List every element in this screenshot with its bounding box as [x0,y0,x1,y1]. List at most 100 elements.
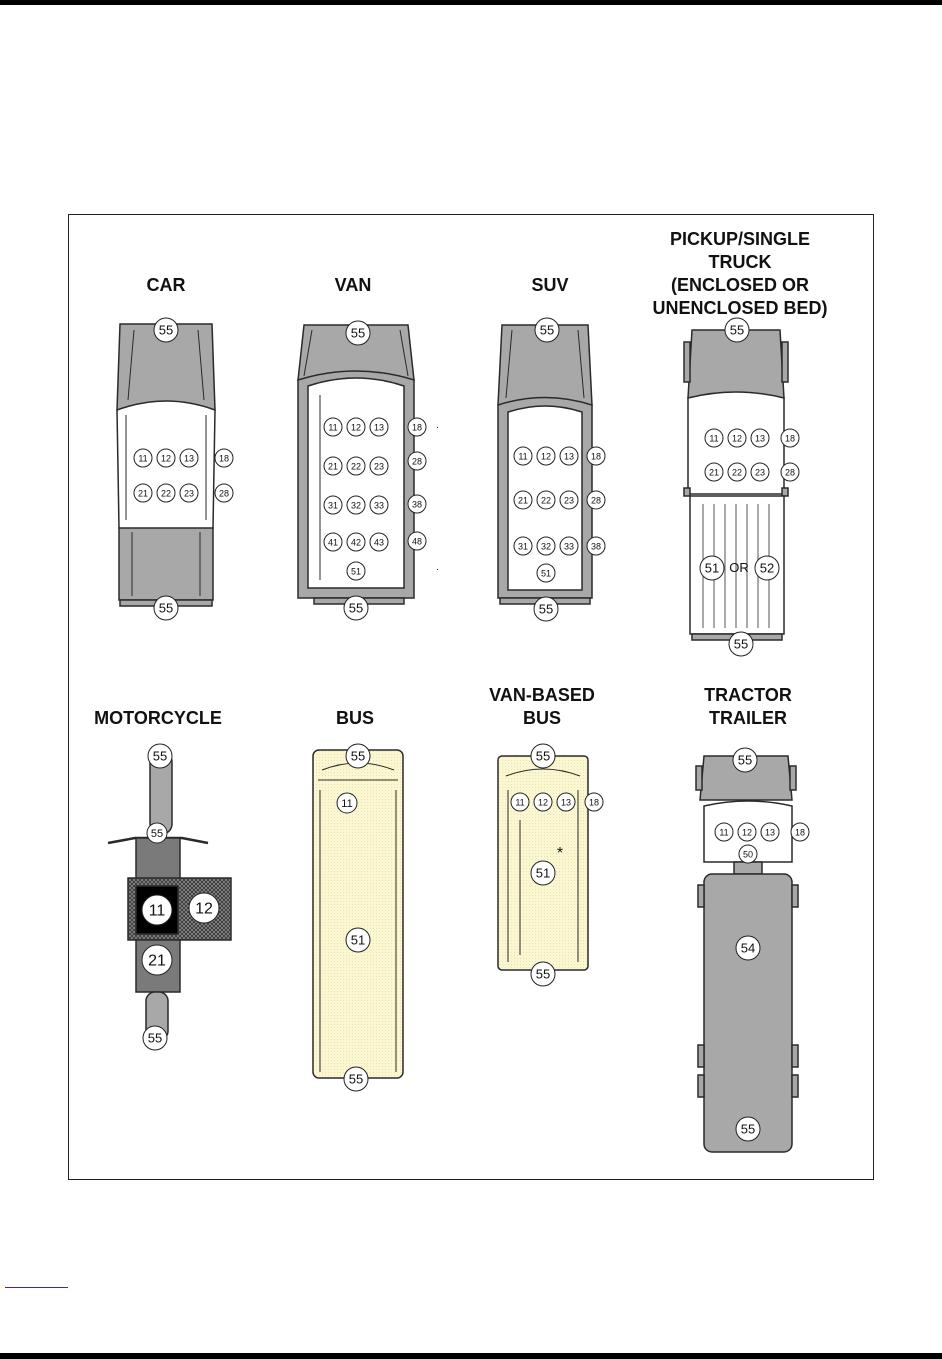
svg-text:12: 12 [742,827,752,837]
svg-text:55: 55 [153,749,167,764]
svg-text:11: 11 [138,453,147,463]
suv-seat-55: 55 [533,596,559,622]
svg-text:18: 18 [591,451,601,461]
svg-text:55: 55 [536,749,550,764]
tractor-seat-55: 55 [735,1116,761,1142]
svg-text:55: 55 [734,637,748,652]
svg-text:55: 55 [159,601,173,616]
tractor-seat-11: 11 [714,822,734,842]
van-seat-33: 33 [369,495,389,515]
svg-text:21: 21 [148,953,166,970]
suv-seat-51: 51 [536,563,556,583]
tractor-seat-50: 50 [738,844,758,864]
svg-text:55: 55 [148,1031,162,1046]
svg-text:51: 51 [351,566,361,576]
van-seat-21: 21 [323,456,343,476]
van-bus-seat-55: 55 [530,961,556,987]
van-seat-22: 22 [346,456,366,476]
svg-text:33: 33 [374,500,384,510]
van-dot-2: . [436,562,439,573]
svg-text:51: 51 [541,568,551,578]
svg-text:55: 55 [349,1072,363,1087]
svg-text:11: 11 [719,827,728,837]
svg-text:18: 18 [412,422,422,432]
pickup-seat-18: 18 [780,428,800,448]
car-seat-13: 13 [179,448,199,468]
bus-seat-11: 11 [336,792,358,814]
svg-text:52: 52 [760,561,774,576]
car-seat-23: 23 [179,483,199,503]
svg-text:55: 55 [351,326,365,341]
van-seat-42: 42 [346,532,366,552]
svg-text:13: 13 [765,827,775,837]
van-seat-41: 41 [323,532,343,552]
svg-text:55: 55 [730,323,744,338]
svg-text:23: 23 [755,467,765,477]
van-bus-seat-12: 12 [533,792,553,812]
car-seat-22: 22 [156,483,176,503]
svg-text:11: 11 [709,433,718,443]
svg-text:13: 13 [755,433,765,443]
van-bus-seat-51: 51 [530,860,556,886]
svg-text:23: 23 [184,488,194,498]
svg-text:22: 22 [351,461,361,471]
svg-text:48: 48 [412,536,422,546]
svg-text:31: 31 [328,500,338,510]
svg-text:12: 12 [351,422,361,432]
van-seat-51: 51 [346,561,366,581]
bus-seat-51: 51 [345,927,371,953]
suv-seat-23: 23 [559,490,579,510]
van-seat-48: 48 [407,531,427,551]
svg-text:28: 28 [412,456,422,466]
van-seat-18: 18 [407,417,427,437]
diagram-frame [68,214,874,1180]
svg-text:21: 21 [518,495,528,505]
van-seat-13: 13 [369,417,389,437]
svg-text:51: 51 [351,933,365,948]
van-bus-seat-11: 11 [510,792,530,812]
suv-seat-18: 18 [586,446,606,466]
tractor-seat-13: 13 [760,822,780,842]
label-pickup: PICKUP/SINGLE TRUCK (ENCLOSED OR UNENCLO… [652,229,828,318]
suv-seat-55: 55 [534,317,560,343]
svg-text:22: 22 [732,467,742,477]
suv-seat-38: 38 [586,536,606,556]
svg-text:21: 21 [709,467,719,477]
svg-text:38: 38 [412,499,422,509]
pickup-seat-52: 52 [754,555,780,581]
tractor-trailer-diagram [695,755,799,1153]
svg-text:55: 55 [738,753,752,768]
bottom-rule [0,1353,942,1359]
car-seat-55: 55 [153,595,179,621]
pickup-seat-55: 55 [724,317,750,343]
svg-text:18: 18 [795,827,805,837]
label-van-based-bus: VAN-BASED BUS [489,685,595,728]
car-seat-21: 21 [133,483,153,503]
svg-text:55: 55 [351,749,365,764]
motorcycle-seat-11: 11 [141,894,173,926]
car-seat-55: 55 [153,317,179,343]
footer-link-underline[interactable] [5,1287,68,1288]
tractor-seat-55: 55 [732,747,758,773]
van-seat-55: 55 [343,595,369,621]
svg-text:11: 11 [328,422,337,432]
svg-text:32: 32 [351,500,361,510]
svg-text:55: 55 [741,1122,755,1137]
svg-text:42: 42 [351,537,361,547]
svg-text:55: 55 [151,828,163,840]
label-motorcycle: MOTORCYCLE [94,708,222,728]
svg-text:11: 11 [515,797,524,807]
suv-seat-11: 11 [513,446,533,466]
svg-text:51: 51 [705,561,719,576]
pickup-seat-12: 12 [727,428,747,448]
svg-text:50: 50 [743,849,753,859]
suv-seat-12: 12 [536,446,556,466]
pickup-diagram [683,329,789,641]
svg-text:28: 28 [785,467,795,477]
motorcycle-seat-21: 21 [141,944,173,976]
svg-text:38: 38 [591,541,601,551]
pickup-seat-28: 28 [780,462,800,482]
svg-text:12: 12 [541,451,551,461]
svg-text:18: 18 [589,797,599,807]
